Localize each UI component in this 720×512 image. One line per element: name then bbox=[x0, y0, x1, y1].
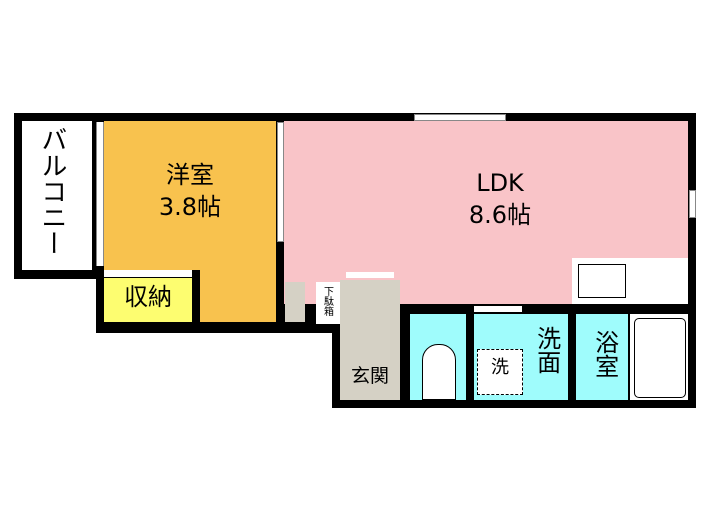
washroom-door bbox=[474, 306, 522, 312]
washroom-label: 洗面 bbox=[532, 326, 561, 374]
balcony-label: バルコニー bbox=[36, 126, 67, 256]
bath-label: 浴室 bbox=[590, 330, 619, 378]
toilet-bowl bbox=[422, 344, 456, 400]
sliding-door bbox=[277, 122, 284, 242]
closet bbox=[285, 282, 305, 322]
balcony bbox=[22, 121, 92, 270]
sink bbox=[578, 264, 626, 298]
ldk-window-top bbox=[414, 114, 506, 121]
storage bbox=[104, 278, 192, 322]
shoe-box-label: 下駄箱 bbox=[321, 286, 333, 316]
storage-door bbox=[104, 270, 192, 277]
washer-space bbox=[477, 349, 523, 395]
entrance-door-top bbox=[346, 272, 394, 278]
bathtub bbox=[634, 318, 686, 398]
shoe-box bbox=[316, 282, 340, 324]
bath bbox=[576, 314, 628, 400]
balcony-window bbox=[96, 122, 104, 266]
washer-label: 洗 bbox=[491, 357, 509, 378]
ldk-window-side bbox=[689, 190, 696, 218]
ldk-label: LDK bbox=[476, 169, 524, 197]
entrance bbox=[340, 280, 400, 400]
storage-label: 収納 bbox=[124, 283, 172, 311]
western-room-size: 3.8帖 bbox=[158, 193, 222, 221]
bathtub-area bbox=[630, 314, 688, 400]
entrance-label: 玄関 bbox=[350, 365, 389, 387]
ldk-size: 8.6帖 bbox=[468, 201, 532, 229]
entry-door-area bbox=[276, 332, 332, 407]
western-room-label: 洋室 bbox=[166, 161, 214, 189]
